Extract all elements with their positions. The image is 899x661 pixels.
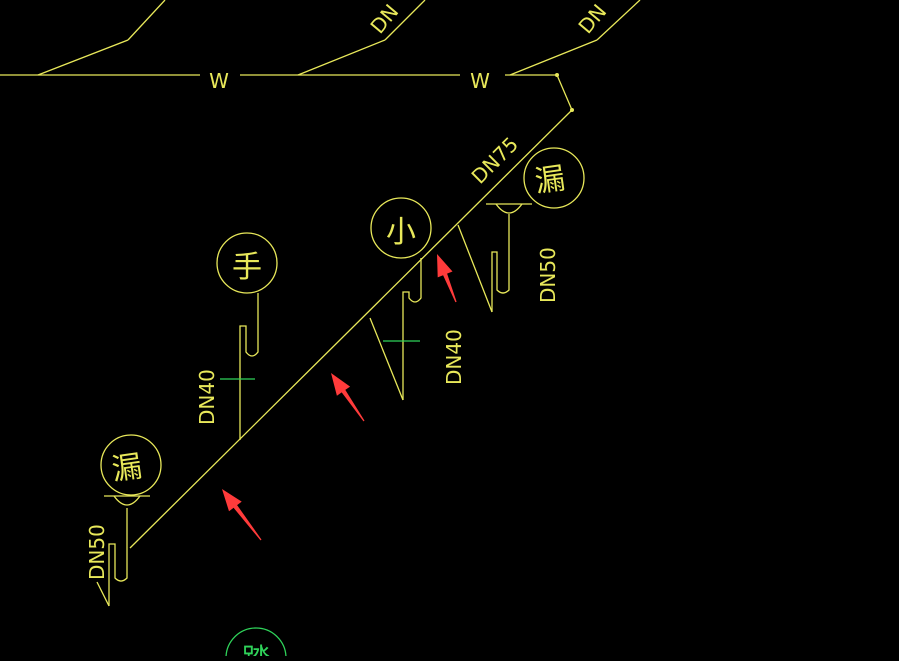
floor-drain-symbol: 漏 [110, 449, 145, 488]
main-diagonal-pipe [129, 109, 573, 549]
pipe-size-label-dn50-right: DN50 [536, 247, 560, 303]
red-annotation-arrow-2 [331, 373, 365, 422]
floor-drain-symbol: 漏 [533, 161, 568, 200]
waste-main-line [0, 0, 641, 111]
pipe-size-label-dn40-mid: DN40 [442, 329, 466, 385]
pipe-size-label-dn75: DN75 [467, 132, 523, 188]
floor-drain-left[interactable]: 漏 [96, 434, 162, 607]
pipe-size-label-top-left: DN [365, 0, 403, 38]
waste-line-label-left: W [209, 69, 229, 93]
hand-basin-symbol: 手 [232, 250, 262, 285]
waste-line-label-right: W [470, 69, 490, 93]
red-annotation-arrow-3 [222, 489, 262, 541]
annotation-arrows [222, 254, 457, 541]
red-annotation-arrow-1 [437, 254, 457, 303]
floor-drain-right[interactable]: 漏 [457, 147, 585, 313]
urinal-symbol: 小 [386, 215, 416, 250]
urinal-fixture[interactable]: 小 [369, 197, 432, 401]
hand-basin-fixture[interactable]: 手 [216, 232, 278, 440]
partial-fixture-bottom[interactable]: 踏 [225, 627, 287, 661]
pipe-size-label-dn40-left: DN40 [195, 369, 219, 425]
partial-fixture-symbol: 踏 [242, 642, 270, 656]
pipe-size-label-dn50-left: DN50 [85, 524, 109, 580]
node-dot [555, 73, 559, 77]
